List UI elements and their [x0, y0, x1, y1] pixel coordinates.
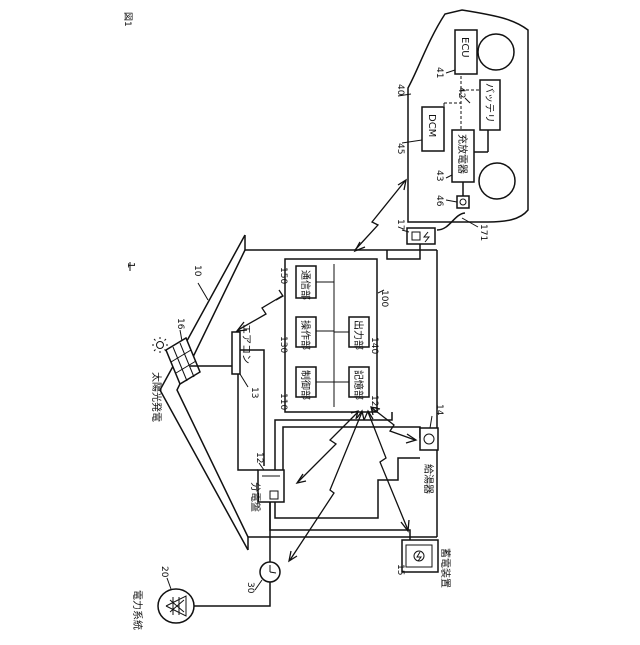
panel-label: 分電盤	[249, 482, 262, 512]
svg-text:ECU: ECU	[459, 37, 470, 58]
distribution-panel	[258, 470, 284, 502]
svg-text:記憶部: 記憶部	[352, 370, 365, 400]
inlet-ref: 46	[434, 195, 444, 207]
svg-text:DCM: DCM	[426, 114, 437, 137]
power-grid	[158, 589, 194, 623]
solar-ref: 16	[175, 318, 185, 330]
svg-text:バッテリ: バッテリ	[483, 83, 495, 123]
system-ref: 1	[125, 262, 136, 271]
house-roof	[160, 235, 248, 550]
ecu-ref: 41	[434, 67, 444, 78]
sun-icon	[152, 337, 168, 353]
figure-label: 図1	[122, 12, 133, 27]
svg-text:充放電器: 充放電器	[456, 134, 469, 174]
dcm-ref: 45	[395, 143, 405, 154]
ev-charger	[407, 228, 435, 244]
water-heater	[420, 428, 438, 450]
solar-panel	[166, 338, 200, 384]
output-ref: 140	[369, 337, 379, 354]
vehicle-wheel-rear	[479, 163, 515, 199]
cable-ref: 171	[478, 224, 488, 241]
storage-device	[402, 540, 438, 572]
svg-text:制御部: 制御部	[299, 370, 312, 400]
heater-ref: 14	[434, 404, 444, 416]
aircon-unit	[232, 332, 240, 374]
solar-label: 太陽光発電	[150, 372, 163, 422]
vehicle-inlet	[457, 196, 469, 208]
grid-ref: 20	[159, 566, 169, 578]
vehicle-ref: 40	[395, 84, 405, 96]
heater-label: 給湯器	[422, 464, 435, 494]
vehicle-charger-ref: 43	[434, 170, 444, 181]
storage-label: 蓄電装置	[439, 548, 452, 588]
svg-text:出力部: 出力部	[352, 320, 365, 350]
aircon-ref: 13	[249, 387, 259, 398]
controller-ref: 100	[379, 290, 389, 307]
storage-ref: 15	[395, 564, 405, 575]
panel-ref: 12	[254, 452, 264, 463]
svg-text:通信部: 通信部	[299, 270, 312, 300]
control-ref: 110	[278, 393, 288, 410]
vehicle-wheel-front	[478, 34, 514, 70]
meter-ref: 30	[245, 582, 255, 594]
operation-ref: 130	[278, 336, 288, 353]
house-ref: 10	[192, 265, 202, 277]
grid-label: 電力系統	[131, 590, 144, 630]
charger-ref: 17	[395, 219, 405, 230]
comm-ref: 150	[278, 267, 288, 284]
svg-text:操作部: 操作部	[299, 320, 312, 350]
